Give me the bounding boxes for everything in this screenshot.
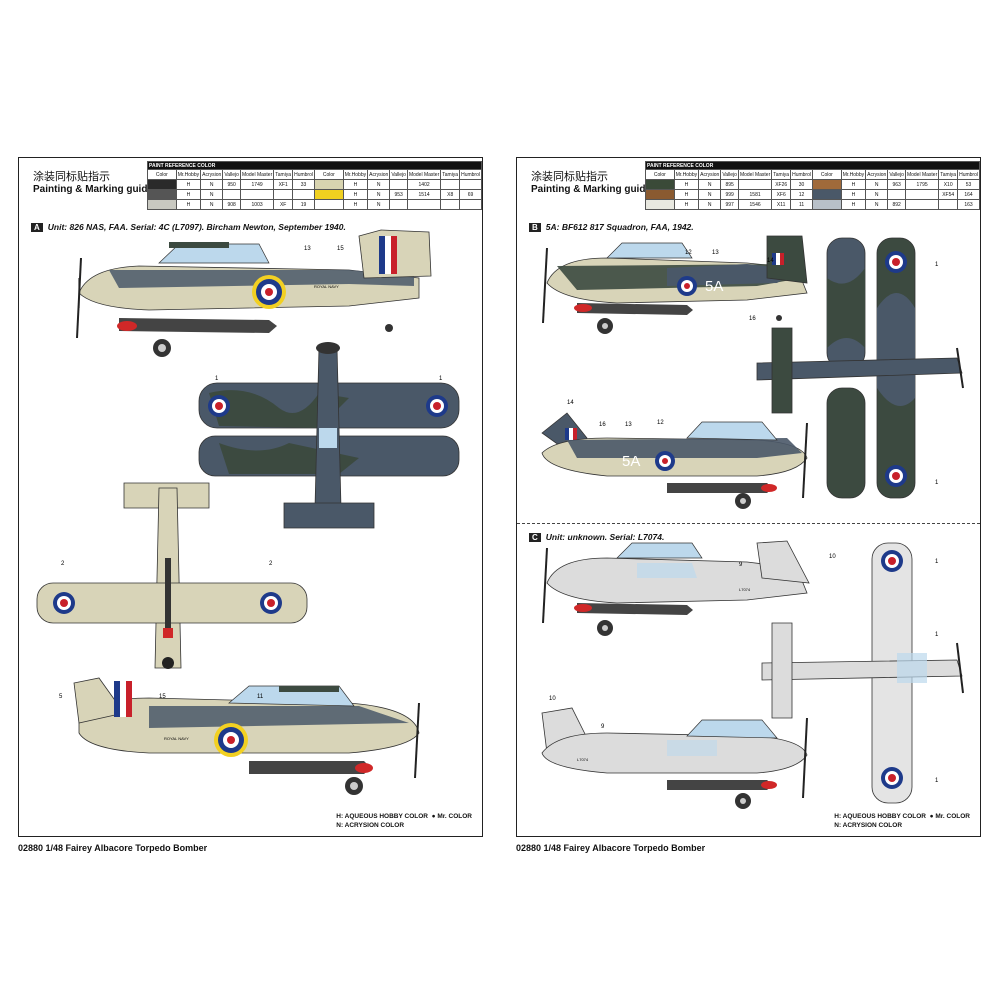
callout-number: 1	[935, 480, 939, 486]
callout-number: 10	[829, 554, 836, 560]
aircraft-a-side-right: ROYAL NAVY	[73, 677, 420, 795]
callout-number: 15	[159, 694, 166, 700]
product-title-left: 02880 1/48 Fairey Albacore Torpedo Bombe…	[18, 843, 208, 853]
callout-number: 11	[257, 694, 264, 700]
paint-reference-table: PAINT REFERENCE COLOR Color Mr.Hobby Acr…	[147, 161, 482, 210]
header-english: Painting & Marking guide	[531, 184, 652, 195]
callout-number: 16	[749, 316, 756, 322]
aircraft-a-top-view	[198, 342, 460, 529]
callout-number: 16	[599, 422, 606, 428]
callout-number: 9	[601, 724, 605, 730]
section-a-letter: A	[31, 223, 43, 232]
callout-number: 15	[337, 246, 344, 252]
callout-number: 12	[685, 250, 692, 256]
callout-number: 13	[712, 250, 719, 256]
callout-number: 12	[657, 420, 664, 426]
section-divider	[517, 523, 980, 524]
callout-numbers-a: 13 15 1 1 2 2 5 15 11	[59, 246, 443, 700]
serial-marking: L7074	[577, 757, 589, 762]
section-c-letter: C	[529, 533, 541, 542]
royal-navy-marking: ROYAL NAVY	[164, 736, 189, 741]
aircraft-a-bottom-view	[36, 482, 308, 669]
aircraft-a-side-left: ROYAL NAVY	[76, 229, 432, 357]
header-english: Painting & Marking guide	[33, 184, 154, 195]
aircraft-b-top-view	[756, 237, 964, 499]
section-b-letter: B	[529, 223, 541, 232]
callout-number: 1	[935, 559, 939, 565]
aircraft-b-side-right: 5A	[541, 412, 808, 509]
squadron-code: 5A	[705, 278, 723, 295]
squadron-code: 5A	[622, 453, 640, 470]
callout-number: 14	[567, 400, 574, 406]
callout-number: 14	[767, 258, 774, 264]
table-row: H N 950 1749 XF1 33 H N 1402	[147, 179, 482, 190]
aircraft-b-side-left: 5A	[542, 235, 808, 334]
callout-number: 9	[739, 562, 743, 568]
callout-number: 1	[215, 376, 219, 382]
callout-number: 2	[269, 561, 273, 567]
color-legend: H: AQUEOUS HOBBY COLOR ● Mr. COLOR N: AC…	[336, 813, 472, 829]
table-row: H N 908 1003 XF 19 H N	[147, 199, 482, 210]
aircraft-bc-illustrations: 5A 5A	[541, 235, 964, 809]
serial-marking: L7074	[739, 587, 751, 592]
callout-number: 1	[935, 632, 939, 638]
callout-number: 2	[61, 561, 65, 567]
callout-number: 1	[439, 376, 443, 382]
color-legend: H: AQUEOUS HOBBY COLOR ● Mr. COLOR N: AC…	[834, 813, 970, 829]
product-title-right: 02880 1/48 Fairey Albacore Torpedo Bombe…	[516, 843, 706, 853]
aircraft-a-illustrations: ROYAL NAVY	[36, 229, 460, 795]
callout-number: 1	[935, 262, 939, 268]
paint-reference-table: PAINT REFERENCE COLOR Color Mr.Hobby Acr…	[645, 161, 980, 210]
callout-number: 13	[304, 246, 311, 252]
aircraft-c-top-view	[761, 542, 964, 804]
table-row: H N 997 1546 X11 11 H N 892 163	[645, 199, 980, 210]
aircraft-c-side-right: L7074	[541, 707, 808, 809]
painting-guide-sheet-left: 涂装同标贴指示 Painting & Marking guide PAINT R…	[18, 157, 483, 837]
painting-guide-sheet-right: 涂装同标贴指示 Painting & Marking guide PAINT R…	[516, 157, 981, 837]
header-chinese: 涂装同标贴指示	[33, 170, 110, 183]
callout-numbers-bc: 12 13 14 16 1 1 14 16 13 12 1 10 9 1 10 …	[549, 250, 939, 784]
royal-navy-marking: ROYAL NAVY	[314, 284, 339, 289]
table-row: H N H N 953 1514 X8 69	[147, 189, 482, 200]
callout-number: 5	[59, 694, 63, 700]
callout-number: 1	[935, 778, 939, 784]
header-chinese: 涂装同标贴指示	[531, 170, 608, 183]
aircraft-c-side-left: L7074	[542, 540, 810, 636]
callout-number: 10	[549, 696, 556, 702]
callout-number: 13	[625, 422, 632, 428]
